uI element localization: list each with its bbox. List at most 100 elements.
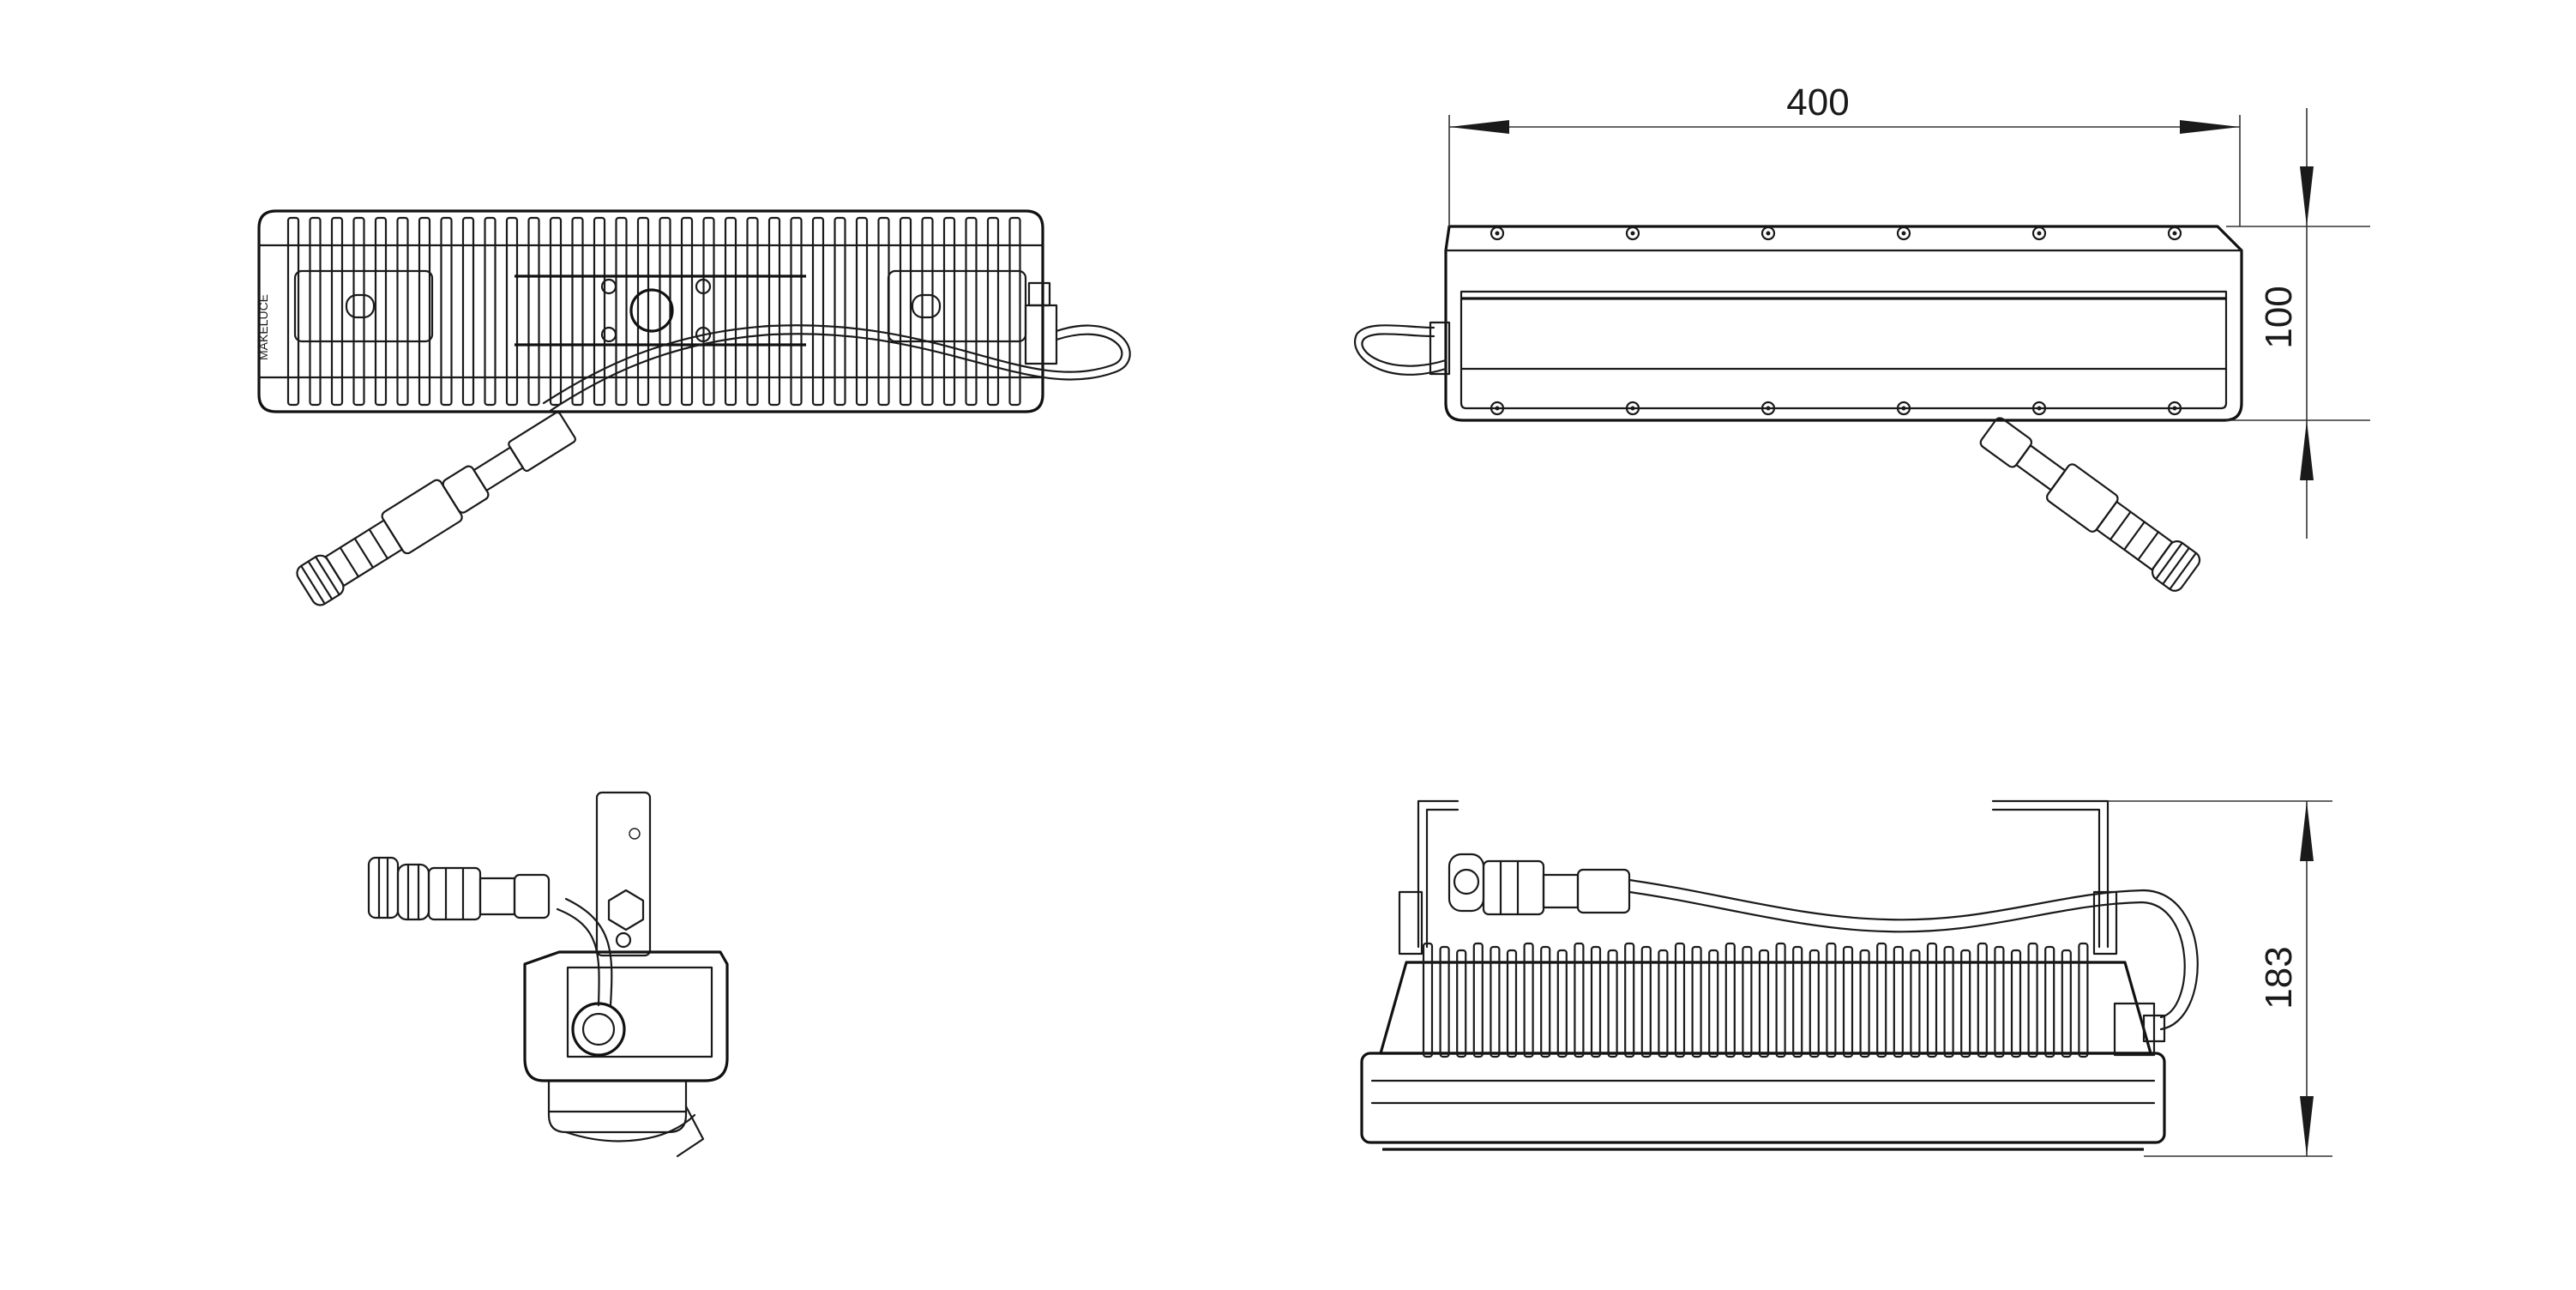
fin [1792,945,1803,1058]
fin [309,216,322,407]
fin [942,216,956,407]
fin [1556,949,1568,1058]
connector-rear-view [296,411,576,606]
fin [986,216,1000,407]
dimension-height: 100 [2258,286,2300,348]
fin [1926,942,1938,1058]
fin [1574,942,1585,1058]
rear-view: MAKELUCE [256,209,1131,606]
fin [1809,949,1820,1058]
screw [2031,401,2047,416]
screw-center [2172,406,2177,411]
screw [2031,226,2047,241]
dimension-depth: 183 [2258,946,2300,1009]
screw [2167,226,2182,241]
fin [790,216,803,407]
fin [615,216,628,407]
fin [1506,949,1518,1058]
fin [1910,949,1921,1058]
fin [484,216,497,407]
fin [505,216,519,407]
fin [549,216,563,407]
fin [702,216,715,407]
fin [1674,942,1686,1058]
fin [1490,945,1501,1058]
front-screws [1490,226,2182,416]
fin [418,216,431,407]
fin [593,216,606,407]
fin [2027,942,2038,1058]
screw [1760,226,1776,241]
fin [396,216,409,407]
screw-center [1630,231,1635,236]
screw-center [1766,231,1771,236]
screw [1896,401,1911,416]
fin [1422,942,1434,1058]
connector-side-view [367,856,551,921]
screw [1490,226,1505,241]
fin [1523,942,1534,1058]
fin [855,216,869,407]
fin [1590,945,1602,1058]
fin [1640,945,1652,1058]
fin [1607,949,1618,1058]
fin [1876,942,1887,1058]
fin [1826,942,1837,1058]
fin [286,216,300,407]
fin [1540,945,1551,1058]
screw-center [2037,406,2042,411]
fin [2044,945,2055,1058]
fin [2078,942,2089,1058]
fin [767,216,781,407]
fin [746,216,759,407]
screw-center [2172,231,2177,236]
fin [1977,942,1988,1058]
side-view [367,791,729,1158]
elevation-view: 183 [1360,799,2332,1157]
fin [440,216,453,407]
fin [965,216,978,407]
fin [2010,949,2022,1058]
screw [1490,401,1505,416]
fin [1859,949,1870,1058]
fin [352,216,365,407]
fin [330,216,344,407]
fin [1708,949,1719,1058]
fin [636,216,650,407]
fin [1742,945,1753,1058]
screw [2167,401,2182,416]
screw [1896,226,1911,241]
fin [1960,949,1971,1058]
screw [1760,401,1776,416]
connector-elevation-view [1447,853,1631,916]
screw [1625,226,1640,241]
fin [1472,942,1484,1058]
fin [1758,949,1770,1058]
screw-center [2037,231,2042,236]
fin [1008,216,1021,407]
screw-center [1630,406,1635,411]
fin [1439,945,1450,1058]
fin [1658,949,1669,1058]
fin [659,216,671,407]
connector-front-view [1979,417,2201,592]
fin [1842,945,1854,1058]
rear-label: MAKELUCE [256,294,270,360]
screw-center [1901,231,1906,236]
fin [899,216,912,407]
fin [1994,945,2005,1058]
fin [680,216,694,407]
screw-center [1901,406,1906,411]
fin [374,216,388,407]
fin [1893,945,1904,1058]
fin [1456,949,1467,1058]
fin [527,216,540,407]
fin [461,216,475,407]
heatsink-fins [286,216,1021,407]
screw-center [1766,406,1771,411]
fin [811,216,825,407]
fin [1943,945,1954,1058]
screw-center [1495,231,1500,236]
fin [724,216,737,407]
